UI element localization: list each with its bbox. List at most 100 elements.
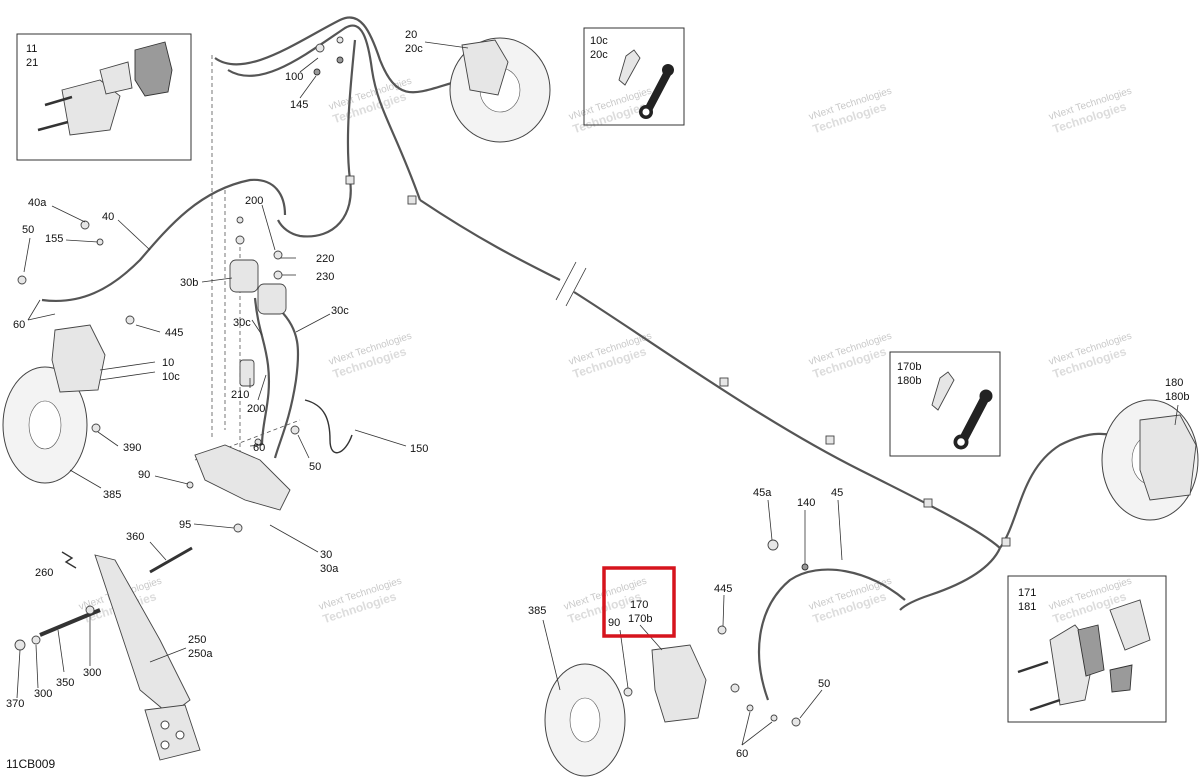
callout-label: 30a [320, 563, 339, 575]
callout-label: 250 [188, 634, 206, 646]
brake-line-front-upper [214, 16, 471, 94]
leader-line [51, 205, 86, 223]
fastener [730, 683, 740, 693]
watermark-layer: vNext Technologies Technologies vNext Te… [78, 76, 1134, 627]
callout-label: 200 [245, 195, 263, 207]
reservoir-hose-left [253, 297, 271, 446]
pad-hole [175, 730, 185, 740]
brake-switch-210 [239, 359, 255, 387]
inset-label: 20c [590, 49, 608, 61]
callout-label: 250a [188, 648, 213, 660]
fastener [14, 639, 26, 651]
leader-line [741, 721, 773, 746]
line-break-mark [565, 267, 587, 307]
inset-label: 180b [897, 375, 921, 387]
spring-260 [61, 551, 77, 569]
callout-label: 20 [405, 29, 417, 41]
front-caliper [461, 39, 509, 96]
callout-label: 230 [316, 271, 334, 283]
callout-label: 260 [35, 567, 53, 579]
inset-frame [583, 27, 685, 126]
leader-line [299, 75, 317, 99]
callout-label: 90 [138, 469, 150, 481]
master-cylinder [194, 444, 291, 511]
leader-line [269, 524, 319, 553]
brake-pad-illustration [1109, 599, 1151, 651]
fastener [273, 270, 283, 280]
reservoir-30c [257, 283, 287, 315]
fastener [17, 275, 27, 285]
brake-line-rear-junction [899, 547, 1002, 611]
callout-label: 40 [102, 211, 114, 223]
pin-bolt [1029, 698, 1061, 712]
disc-hub [28, 400, 62, 450]
leader-line [295, 313, 331, 333]
line-clip [345, 175, 355, 185]
callout-label: 10c [162, 371, 180, 383]
callout-label: 30c [331, 305, 349, 317]
front-right-disc [449, 37, 551, 143]
callout-label: 20c [405, 43, 423, 55]
callout-label: 10 [162, 357, 174, 369]
leader-line [117, 219, 151, 251]
callout-label: 60 [13, 319, 25, 331]
pin-bolt [44, 95, 73, 107]
fastener [80, 220, 90, 230]
fastener [315, 43, 325, 53]
leader-line [99, 371, 156, 381]
leader-line [154, 475, 189, 485]
pedal-bolt-360 [149, 546, 193, 574]
inset-bleeders-front: 10c 20c [583, 27, 685, 126]
brake-pedal-assembly [39, 546, 201, 761]
pedal-pad [144, 704, 201, 761]
fastener [186, 481, 194, 489]
leader-line [542, 619, 561, 691]
callout-label: 140 [797, 497, 815, 509]
leader-line [299, 57, 319, 73]
line-clip [923, 498, 933, 508]
callout-label: 385 [528, 605, 546, 617]
front-left-disc [2, 324, 106, 484]
rear-left-caliper [651, 644, 707, 723]
fastener [767, 539, 779, 551]
callout-label: 385 [103, 489, 121, 501]
leader-line [193, 523, 235, 529]
leader-line [722, 594, 725, 627]
callout-label: 145 [290, 99, 308, 111]
fastener [290, 425, 300, 435]
leader-line [767, 499, 773, 541]
inset-label: 171 [1018, 587, 1036, 599]
leader-lines [16, 41, 1179, 746]
line-clip [1001, 537, 1011, 547]
line-clip [825, 435, 835, 445]
fastener [85, 605, 95, 615]
disc-hub [569, 697, 601, 743]
leader-line [27, 313, 56, 321]
line-clip [407, 195, 417, 205]
leader-line [297, 434, 310, 459]
brake-pad-illustration [1109, 664, 1133, 693]
fastener [717, 625, 727, 635]
bleeder-screw [618, 49, 641, 86]
pad-hole [160, 720, 170, 730]
watermark: vNext Technologies Technologies [328, 331, 414, 382]
inset-rear-pads: 171 181 [1007, 575, 1167, 723]
callout-label: 360 [126, 531, 144, 543]
watermark: vNext Technologies Technologies [808, 86, 894, 137]
watermark: vNext Technologies Technologies [328, 76, 414, 127]
inset-label: 10c [590, 35, 608, 47]
callout-label: 445 [165, 327, 183, 339]
watermark: vNext Technologies Technologies [1048, 331, 1134, 382]
bleeder-cap [644, 68, 672, 114]
reservoir-30b [229, 259, 259, 293]
callout-label: 170b [628, 613, 652, 625]
leader-line [23, 237, 31, 273]
rear-right-caliper [1139, 414, 1197, 501]
dashed-guide [194, 419, 301, 461]
rear-right-disc [1101, 399, 1199, 521]
callout-label: 100 [285, 71, 303, 83]
master-cylinder-assembly [194, 259, 291, 511]
brake-line-rear-left [757, 568, 906, 701]
fastener [791, 717, 801, 727]
brake-line-main-b [573, 291, 1001, 549]
